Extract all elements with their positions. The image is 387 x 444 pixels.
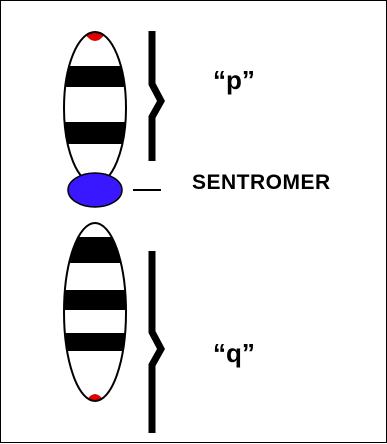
q-arm-label: “q”: [213, 338, 255, 368]
centromere: [67, 172, 123, 208]
p-arm: [63, 31, 127, 185]
p-band-1: [64, 66, 126, 87]
p-arm-brace: [148, 31, 165, 161]
centromere-label: SENTROMER: [192, 171, 331, 194]
p-arm-label: “p”: [213, 65, 255, 95]
q-band-2: [64, 290, 126, 310]
q-arm-brace: [148, 251, 165, 433]
q-arm-outline: [64, 223, 126, 401]
q-arm-border: [63, 222, 127, 402]
q-arm: [63, 222, 127, 402]
q-band-3: [64, 333, 126, 351]
p-band-2: [64, 122, 126, 144]
